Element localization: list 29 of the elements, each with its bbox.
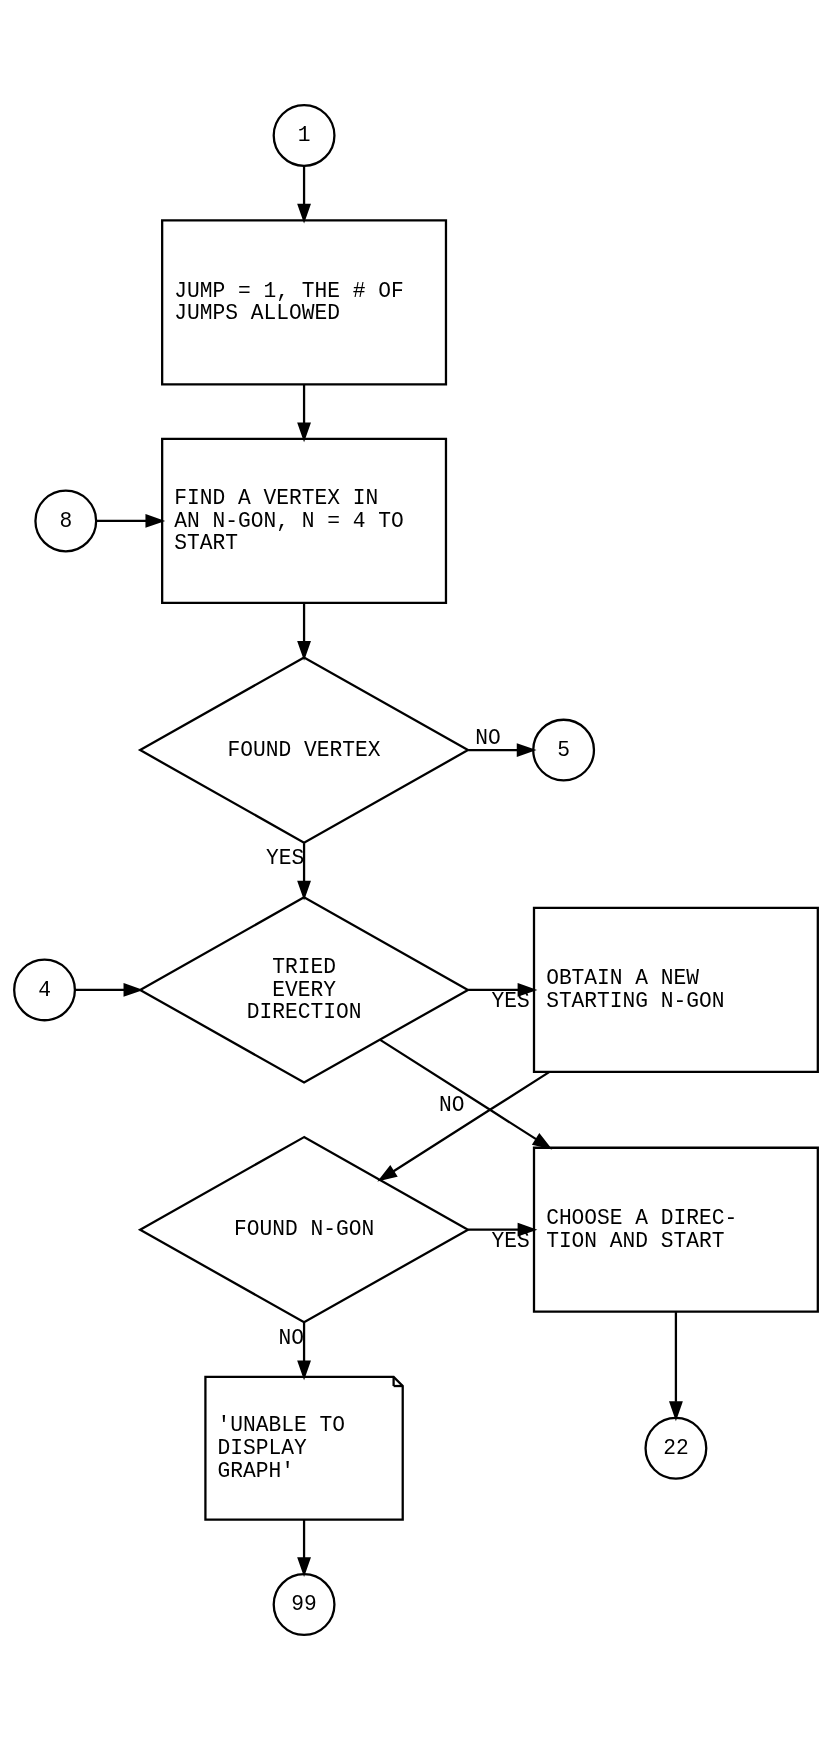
node-box: CHOOSE A DIREC- TION AND START <box>532 1146 819 1313</box>
arrow <box>377 1070 551 1181</box>
arrow <box>297 1322 311 1380</box>
node-circle: 4 <box>13 957 77 1021</box>
arrow <box>297 602 311 661</box>
edge-label: NO <box>438 1092 465 1117</box>
arrow <box>297 842 311 901</box>
arrow <box>74 982 144 997</box>
node-diamond: TRIED EVERY DIRECTION <box>137 895 471 1084</box>
node-circle: 1 <box>272 103 336 167</box>
node-circle: 8 <box>34 488 98 552</box>
node-box: FIND A VERTEX IN AN N-GON, N = 4 TO START <box>161 437 448 604</box>
node-circle: 5 <box>532 718 596 782</box>
arrow <box>297 1519 311 1577</box>
node-diamond: FOUND VERTEX <box>137 655 471 844</box>
node-circle: 22 <box>644 1416 708 1480</box>
edge-label: YES <box>265 845 305 870</box>
arrow <box>297 165 311 224</box>
arrow <box>379 1038 553 1149</box>
arrow <box>468 742 537 757</box>
node-diamond: FOUND N-GON <box>137 1135 471 1324</box>
arrow <box>96 513 166 528</box>
node-circle: 99 <box>272 1572 336 1636</box>
edge-label: NO <box>475 725 501 750</box>
arrow <box>669 1311 683 1421</box>
arrow <box>297 384 311 442</box>
edge-label: NO <box>278 1325 304 1350</box>
node-box: JUMP = 1, THE # OF JUMPS ALLOWED <box>161 218 448 385</box>
node-box: OBTAIN A NEW STARTING N-GON <box>532 906 819 1073</box>
